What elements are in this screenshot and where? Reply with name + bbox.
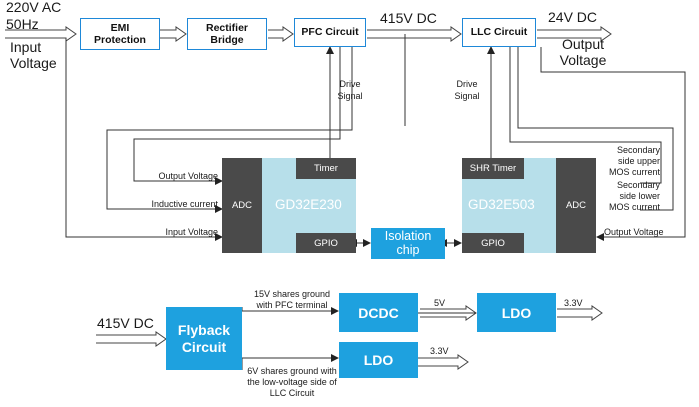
output-label-line1: Output [561, 36, 605, 52]
input-label-line1: Input [10, 39, 42, 55]
lower-note-line3: LLC Circuit [269, 388, 315, 398]
ldo-lower-output-label: 3.3V [430, 346, 449, 356]
bus-voltage-label: 415V DC [380, 10, 437, 26]
mcu-right-adc: ADC [556, 158, 596, 253]
emi-line1: EMI [110, 21, 130, 34]
upper-note-line2: with PFC terminal [256, 300, 328, 310]
power-path-arrows [5, 26, 612, 370]
isolation-line2: chip [396, 242, 420, 257]
input-frequency: 50Hz [6, 16, 39, 32]
mcu-left-gpio: GPIO [296, 233, 356, 253]
llc-circuit-block: LLC Circuit [462, 18, 536, 47]
ldo-upper-label: LDO [501, 304, 532, 321]
secondary-upper-line1: Secondary [616, 145, 660, 155]
emi-line2: Protection [94, 34, 146, 46]
wire-output-voltage [540, 47, 686, 241]
arrow-emi-to-rectifier [160, 26, 187, 42]
mcu-left-timer-label: Timer [314, 163, 338, 174]
lower-note-line2: the low-voltage side of [247, 377, 337, 387]
wire-flyback-to-dcdc [241, 307, 339, 315]
output-label-line2: Voltage [559, 52, 607, 68]
left-input-input-voltage: Input Voltage [165, 227, 218, 237]
llc-label: LLC Circuit [470, 26, 528, 39]
mcu-left-adc-label: ADC [231, 200, 253, 211]
flyback-line2: Circuit [181, 338, 227, 355]
wire-flyback-to-ldo [241, 354, 339, 370]
wire-inductive-current [106, 47, 353, 213]
ldo-upper-output-label: 3.3V [564, 298, 583, 308]
arrow-rectifier-to-pfc [268, 26, 294, 42]
mcu-right-timer-label: SHR Timer [469, 163, 517, 174]
secondary-lower-line2: side lower [619, 191, 660, 201]
lower-note-line1: 6V shares ground with [247, 366, 337, 376]
secondary-upper-line2: side upper [617, 156, 660, 166]
left-input-output-voltage: Output Voltage [158, 171, 218, 181]
mcu-left-timer: Timer [296, 158, 356, 179]
arrow-llc-output [537, 26, 612, 42]
drive-signal-right-line2: Signal [454, 91, 480, 101]
mcu-right-gpio-label: GPIO [481, 237, 505, 249]
wire-pfc-output-voltage [133, 47, 341, 185]
drive-signal-right-line1: Drive [456, 79, 478, 89]
dcdc-label: DCDC [358, 304, 399, 321]
rectifier-line1: Rectifier [205, 21, 248, 34]
mcu-right-gpio: GPIO [462, 233, 524, 253]
arrow-aux-input [96, 331, 167, 347]
rectifier-line2: Bridge [210, 34, 244, 46]
right-output-voltage-label: Output Voltage [604, 227, 664, 237]
ldo-lower-block: LDO [339, 342, 418, 378]
isolation-line1: Isolation [384, 228, 432, 243]
wire-secondary-lower [517, 47, 674, 211]
mcu-right-name: GD32E503 [468, 197, 535, 212]
mcu-left-gpio-label: GPIO [314, 237, 338, 249]
output-dc-label: 24V DC [548, 9, 598, 25]
drive-signal-left-line1: Drive [339, 79, 361, 89]
pfc-circuit-block: PFC Circuit [294, 18, 366, 47]
input-label-line2: Voltage [10, 55, 57, 71]
pfc-label: PFC Circuit [301, 26, 359, 39]
secondary-lower-line1: Secondary [616, 180, 660, 190]
ldo-lower-label: LDO [363, 352, 394, 368]
dcdc-block: DCDC [339, 293, 418, 332]
input-voltage-value: 220V AC [6, 0, 62, 15]
drive-signal-left-line2: Signal [337, 91, 363, 101]
secondary-upper-line3: MOS current [608, 167, 660, 177]
mcu-right-adc-label: ADC [565, 200, 587, 211]
wire-input-voltage-sense [65, 38, 223, 241]
arrow-pfc-to-llc [367, 26, 462, 42]
mcu-left-name: GD32E230 [275, 197, 342, 212]
mcu-right-shr-timer: SHR Timer [462, 158, 524, 179]
dcdc-output-label: 5V [434, 298, 446, 308]
arrow-ldo-upper-out [557, 305, 603, 321]
left-input-inductive-current: Inductive current [151, 199, 218, 209]
secondary-lower-line3: MOS current [608, 202, 660, 212]
aux-input-label: 415V DC [97, 315, 154, 331]
arrow-ldo-lower-out [418, 354, 469, 370]
ldo-upper-block: LDO [477, 293, 556, 332]
flyback-line1: Flyback [177, 321, 231, 338]
upper-note-line1: 15V shares ground [253, 289, 331, 299]
wire-secondary-upper [509, 47, 662, 184]
mcu-left-adc: ADC [222, 158, 262, 253]
